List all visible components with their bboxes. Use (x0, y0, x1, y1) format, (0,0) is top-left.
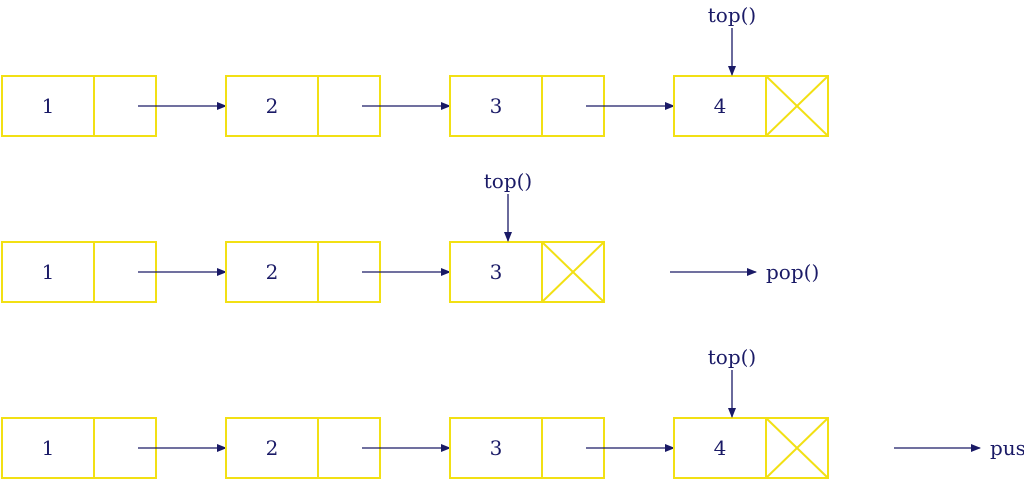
list-node: 2 (225, 75, 451, 137)
rows-layer: 1 2 3 4 top() 1 2 3 top() pop() 1 2 3 4 top() push(4) (1, 3, 1024, 479)
node-value: 1 (42, 94, 55, 118)
list-node: 4 (673, 417, 829, 479)
top-label: top() (708, 3, 757, 27)
node-value: 1 (42, 436, 55, 460)
list-node: 3 (449, 241, 605, 303)
top-label: top() (708, 345, 757, 369)
stack-row-2: 1 2 3 top() pop() (1, 169, 819, 303)
node-value: 4 (714, 436, 727, 460)
node-value: 3 (490, 436, 503, 460)
node-value: 3 (490, 94, 503, 118)
list-node: 1 (1, 241, 227, 303)
list-node: 1 (1, 75, 227, 137)
list-node: 2 (225, 241, 451, 303)
list-node: 3 (449, 75, 675, 137)
operation-label: push(4) (990, 436, 1024, 460)
node-value: 2 (266, 436, 279, 460)
null-pointer-mark (541, 241, 605, 303)
node-pointer-cell (765, 417, 829, 479)
node-value: 2 (266, 260, 279, 284)
node-value: 2 (266, 94, 279, 118)
null-pointer-mark (765, 75, 829, 137)
list-node: 1 (1, 417, 227, 479)
node-pointer-cell (541, 241, 605, 303)
node-value: 3 (490, 260, 503, 284)
node-value: 1 (42, 260, 55, 284)
top-label: top() (484, 169, 533, 193)
list-node: 3 (449, 417, 675, 479)
list-node: 4 (673, 75, 829, 137)
stack-row-1: 1 2 3 4 top() (1, 3, 829, 137)
list-node: 2 (225, 417, 451, 479)
stack-row-3: 1 2 3 4 top() push(4) (1, 345, 1024, 479)
node-value: 4 (714, 94, 727, 118)
operation-label: pop() (766, 260, 819, 284)
node-pointer-cell (765, 75, 829, 137)
null-pointer-mark (765, 417, 829, 479)
